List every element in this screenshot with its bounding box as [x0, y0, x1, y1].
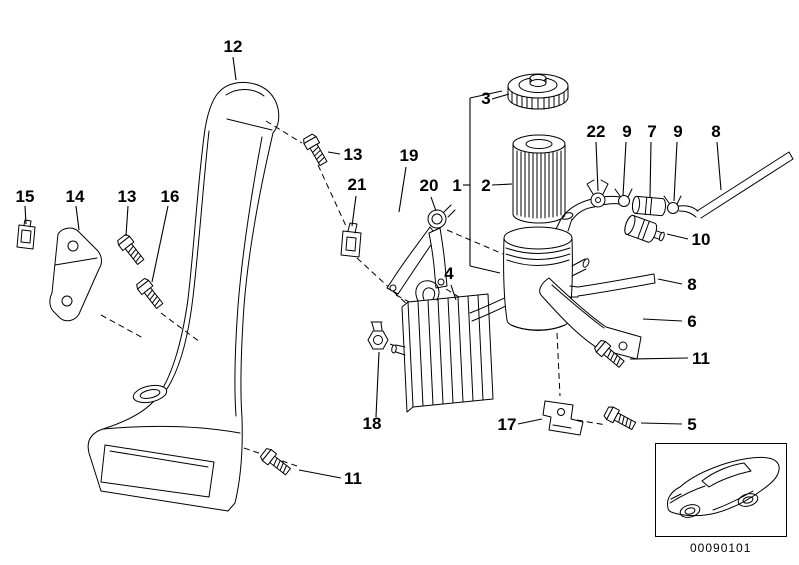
callout-label-1: 1 [452, 176, 461, 195]
callout-label-14: 14 [66, 187, 85, 206]
car-icon [667, 456, 780, 518]
vehicle-inset-frame [655, 443, 787, 537]
part-9-clip-right [663, 195, 682, 214]
vehicle-inset: 00090101 [655, 443, 787, 555]
callout-label-16: 16 [161, 187, 180, 206]
part-22-clamp [586, 179, 609, 208]
part-12-duct [87, 82, 280, 512]
part-3-cap [507, 73, 569, 110]
part-5-bolt [602, 404, 638, 433]
part-13-bolt-top [301, 132, 331, 168]
part-16-bolt [134, 276, 166, 311]
callout-label-4: 4 [444, 264, 454, 283]
part-9-clip-left [614, 188, 633, 207]
callout-label-21: 21 [348, 175, 367, 194]
callout-label-17: 17 [498, 415, 517, 434]
part-19-20-bracket [386, 204, 456, 295]
part-11-bolt-bottom [258, 446, 293, 478]
callout-label-9-b: 9 [673, 122, 682, 141]
callout-label-8-b: 8 [687, 275, 696, 294]
drawing-number: 00090101 [690, 541, 751, 555]
part-6-bracket [539, 277, 642, 360]
callout-label-7: 7 [647, 122, 656, 141]
part-8-hose-top [678, 151, 794, 219]
callout-label-6: 6 [687, 312, 696, 331]
part-15-clip [16, 219, 36, 250]
part-10-regulator [624, 214, 665, 243]
leader-lines [24, 56, 722, 479]
callout-label-13-a: 13 [118, 187, 137, 206]
callout-label-5: 5 [687, 415, 696, 434]
callout-label-8-a: 8 [711, 122, 720, 141]
callout-label-20: 20 [420, 176, 439, 195]
part-2-filter-element [512, 134, 566, 224]
callout-label-22: 22 [587, 122, 606, 141]
part-18-nut [367, 321, 389, 350]
callout-label-19: 19 [400, 146, 419, 165]
part-21-clip [340, 222, 362, 258]
assembly-guide-lines [100, 120, 607, 467]
part-14-bracket [49, 227, 102, 322]
callout-label-18: 18 [363, 414, 382, 433]
part-17-bracket [542, 400, 584, 436]
callout-label-15: 15 [16, 187, 35, 206]
callout-label-13-b: 13 [344, 145, 363, 164]
callout-label-2: 2 [481, 176, 490, 195]
callout-label-11-b: 11 [344, 469, 362, 488]
callout-label-10: 10 [692, 230, 711, 249]
part-8-hose-middle [577, 273, 656, 297]
callout-label-9-a: 9 [622, 122, 631, 141]
part-7-connector [631, 195, 667, 217]
part-4-cooler [391, 280, 513, 413]
callout-label-3: 3 [481, 89, 490, 108]
callout-label-11-a: 11 [692, 349, 710, 368]
callout-labels: 12 15 14 13 16 13 21 19 20 1 2 3 22 9 7 … [16, 37, 721, 488]
part-13-bolt-left [115, 232, 147, 267]
callout-label-12: 12 [224, 37, 243, 56]
